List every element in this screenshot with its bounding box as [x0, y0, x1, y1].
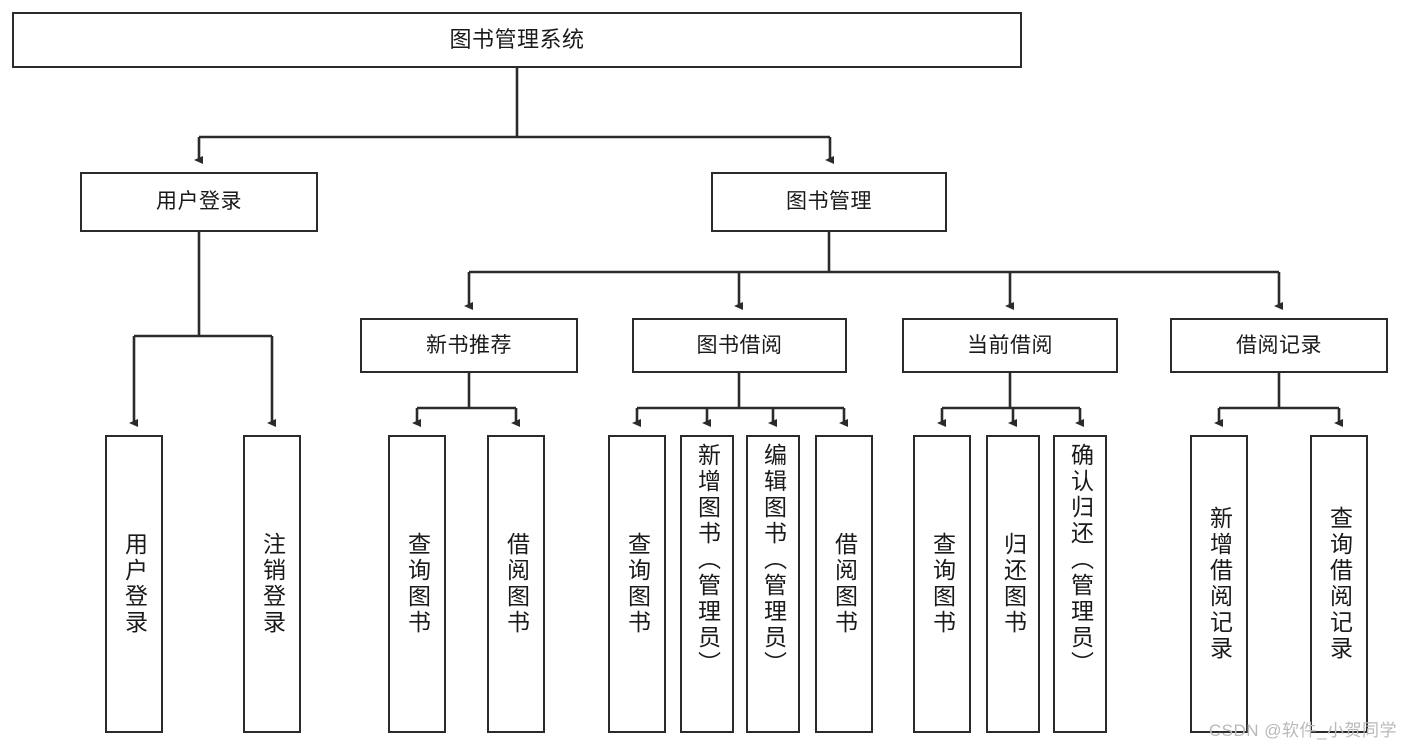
node-root[interactable]: 图书管理系统 — [12, 12, 1022, 68]
leaf-node-label: 查询图书 — [404, 532, 431, 636]
leaf-node[interactable]: 查询图书 — [388, 435, 446, 733]
leaf-node[interactable]: 借阅图书 — [487, 435, 545, 733]
leaf-node[interactable]: 查询图书 — [913, 435, 971, 733]
leaf-node-label: 注销登录 — [259, 532, 286, 636]
leaf-node[interactable]: 用户登录 — [105, 435, 163, 733]
leaf-node-label: 新增借阅记录 — [1206, 506, 1233, 662]
leaf-node[interactable]: 归还图书 — [986, 435, 1040, 733]
node-book-borrow-label: 图书借阅 — [696, 333, 783, 357]
node-current-borrow-label: 当前借阅 — [967, 333, 1053, 357]
node-user-login[interactable]: 用户登录 — [80, 172, 318, 232]
leaf-node[interactable]: 查询图书 — [608, 435, 666, 733]
node-new-book-recommend[interactable]: 新书推荐 — [360, 318, 578, 373]
leaf-node-label: 查询图书 — [624, 532, 651, 636]
node-book-management-label: 图书管理 — [786, 190, 872, 214]
leaf-node[interactable]: 借阅图书 — [815, 435, 873, 733]
node-root-label: 图书管理系统 — [449, 26, 585, 52]
leaf-node[interactable]: 新增图书（管理员） — [680, 435, 734, 733]
leaf-node[interactable]: 确认归还（管理员） — [1053, 435, 1107, 733]
leaf-node-label: 查询图书 — [929, 532, 956, 636]
leaf-node[interactable]: 查询借阅记录 — [1310, 435, 1368, 733]
node-new-book-recommend-label: 新书推荐 — [426, 333, 512, 357]
leaf-node[interactable]: 编辑图书（管理员） — [746, 435, 800, 733]
node-borrow-record-label: 借阅记录 — [1236, 333, 1322, 357]
leaf-node-label: 新增图书（管理员） — [694, 443, 721, 677]
leaf-node-label: 确认归还（管理员） — [1067, 443, 1094, 677]
leaf-node-label: 编辑图书（管理员） — [760, 443, 787, 677]
leaf-node[interactable]: 注销登录 — [243, 435, 301, 733]
leaf-node-label: 借阅图书 — [503, 532, 530, 636]
leaf-node-label: 查询借阅记录 — [1326, 506, 1353, 662]
node-user-login-label: 用户登录 — [156, 190, 242, 214]
leaf-node[interactable]: 新增借阅记录 — [1190, 435, 1248, 733]
leaf-node-label: 用户登录 — [121, 532, 148, 636]
node-borrow-record[interactable]: 借阅记录 — [1170, 318, 1388, 373]
leaf-node-label: 借阅图书 — [831, 532, 858, 636]
node-book-management[interactable]: 图书管理 — [711, 172, 947, 232]
leaf-node-label: 归还图书 — [1000, 532, 1027, 636]
node-current-borrow[interactable]: 当前借阅 — [902, 318, 1118, 373]
node-book-borrow[interactable]: 图书借阅 — [632, 318, 847, 373]
